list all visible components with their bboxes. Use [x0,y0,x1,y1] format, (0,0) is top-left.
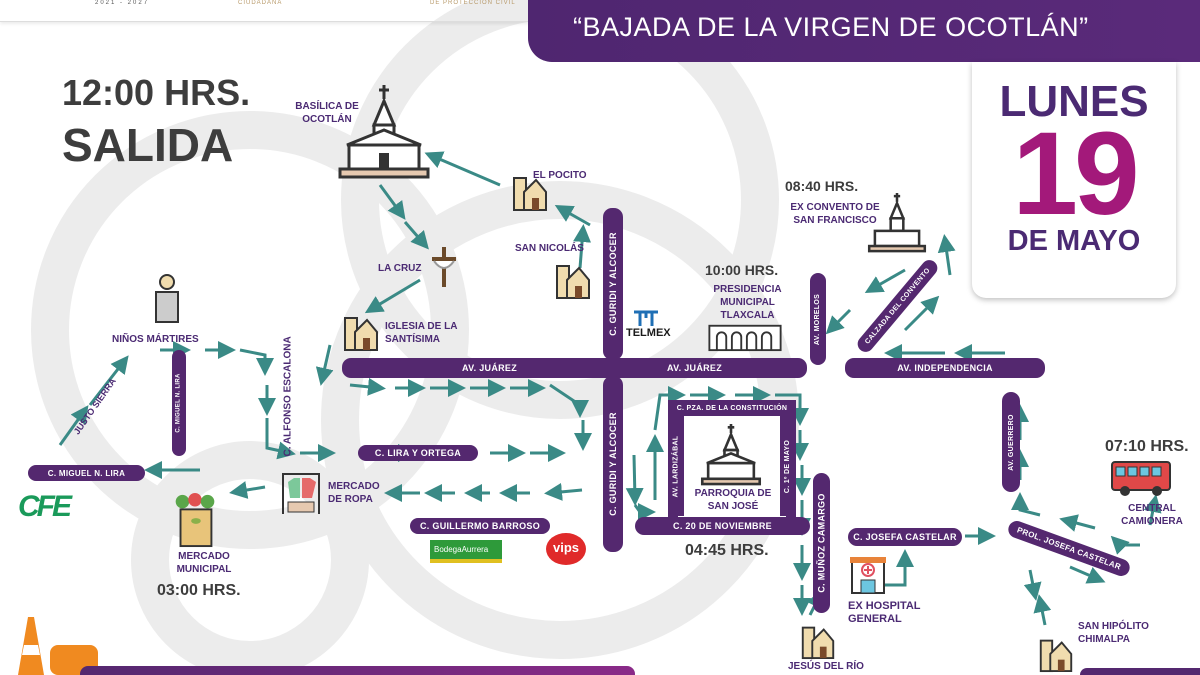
street-label: C. GUILLERMO BARROSO [420,521,540,531]
street-label: C. PZA. DE LA CONSTITUCIÓN [676,404,788,412]
cfe-logo: CFE [18,490,72,523]
street-josefa-castelar: C. JOSEFA CASTELAR [848,528,962,546]
street-alfonso-escalona: C. ALFONSO ESCALONA [282,336,294,457]
date-day: 19 [1012,108,1139,240]
street-miguel-n-lira: C. MIGUEL N. LIRA [28,465,145,481]
presidencia-building-icon [708,324,782,352]
ninos-martires-monument-icon [155,274,179,323]
header-logo-text: CIUDADANA [238,0,283,6]
parroquia-church-icon [700,424,762,486]
street-munoz-camargo: C. MUÑOZ CAMARGO [813,473,830,613]
street-label: C. 20 DE NOVIEMBRE [673,521,772,531]
street-label: AV. JUÁREZ [667,363,723,373]
place-san-nicolas: SAN NICOLÁS [515,243,584,254]
santisima-chapel-icon [344,317,378,351]
place-ninos-martires: NIÑOS MÁRTIRES [112,334,199,345]
san-hipolito-chapel-icon [1039,639,1073,673]
place-basilica: BASÍLICA DE OCOTLÁN [295,101,359,125]
place-ex-convento: EX CONVENTO DE SAN FRANCISCO [790,202,880,226]
san-nicolas-chapel-icon [556,265,590,299]
street-guillermo-barroso: C. GUILLERMO BARROSO [410,518,550,534]
street-lira-y-ortega: C. LIRA Y ORTEGA [358,445,478,461]
street-label: AV. MORELOS [814,293,822,345]
place-ex-hospital: EX HOSPITAL GENERAL [848,600,921,625]
time-parroquia: 04:45 HRS. [685,542,769,559]
footer-bar [80,666,635,675]
start-time: 12:00 HRS. [62,72,251,113]
la-cruz-icon [432,247,456,287]
header-logos: 2021 - 2027 CIUDADANA DE PROTECCIÓN CIVI… [0,0,530,22]
street-label: C. JOSEFA CASTELAR [853,532,957,542]
street-label: AV. INDEPENDENCIA [897,363,993,373]
street-av-independencia: AV. INDEPENDENCIA [845,358,1045,378]
street-guridi-lower: C. GURIDI Y ALCOCER [603,376,623,552]
header-years: 2021 - 2027 [95,0,150,6]
street-label: C. LIRA Y ORTEGA [374,448,462,458]
bus-icon [1111,461,1171,496]
street-av-morelos: AV. MORELOS [810,273,826,365]
date-weekday: LUNES [999,77,1149,126]
time-mercado-municipal: 03:00 HRS. [157,582,241,599]
street-label: C. 1º DE MAYO [784,439,792,493]
date-month: DE MAYO [1007,225,1141,257]
page-title: “BAJADA DE LA VIRGEN DE OCOTLÁN” [573,12,1089,42]
grocery-bag-icon [175,492,215,548]
start-label: SALIDA [62,119,234,171]
street-label: C. GURIDI Y ALCOCER [608,412,619,516]
street-label: C. GURIDI Y ALCOCER [608,232,619,336]
el-pocito-chapel-icon [513,177,547,211]
basilica-church-icon [338,85,430,179]
street-label: C. MIGUEL N. LIRA [47,468,126,478]
telmex-logo-icon [634,310,658,326]
street-pza-constitucion: C. PZA. DE LA CONSTITUCIÓN [668,400,796,416]
time-presidencia: 10:00 HRS. [705,262,779,278]
street-guridi-upper: C. GURIDI Y ALCOCER [603,208,623,360]
clothing-rack-icon [282,473,320,514]
date-card: LUNES 19 DE MAYO [972,62,1176,298]
street-20-de-noviembre: C. 20 DE NOVIEMBRE [635,517,810,535]
street-label: AV. JUÁREZ [462,363,518,373]
telmex-logo-text: TELMEX [626,327,671,339]
street-label: AV. LARDIZÁBAL [672,435,680,497]
place-el-pocito: EL POCITO [533,170,587,181]
place-jesus-del-rio: JESÚS DEL RÍO [788,661,864,672]
time-central-camionera: 07:10 HRS. [1105,438,1189,455]
street-av-lardizabal: AV. LARDIZÁBAL [668,416,684,516]
hospital-icon [850,557,886,594]
place-la-cruz: LA CRUZ [378,263,422,274]
street-label: C. MUÑOZ CAMARGO [816,493,827,593]
time-convento: 08:40 HRS. [785,178,859,194]
convento-church-icon [867,193,927,253]
place-central-camionera: CENTRAL CAMIONERA [1121,503,1183,527]
place-iglesia-santisima: IGLESIA DE LA SANTÍSIMA [385,321,458,345]
place-mercado-ropa: MERCADO DE ROPA [328,481,380,505]
street-label: C. MIGUEL N. LIRA [176,373,183,433]
jesus-del-rio-chapel-icon [801,626,835,660]
place-presidencia: PRESIDENCIA MUNICIPAL TLAXCALA [713,284,782,321]
footer-bar [1080,668,1200,675]
street-miguel-n-lira-vertical: C. MIGUEL N. LIRA [172,350,186,456]
street-av-guerrero: AV. GUERRERO [1002,392,1020,492]
place-san-hipolito: SAN HIPÓLITO CHIMALPA [1078,621,1149,645]
header-logo-text: DE PROTECCIÓN CIVIL [430,0,516,6]
vips-logo: vips [546,533,586,565]
street-1-de-mayo: C. 1º DE MAYO [780,416,796,516]
street-av-juarez: AV. JUÁREZ AV. JUÁREZ [342,358,807,378]
place-parroquia-san-jose: PARROQUIA DE SAN JOSÉ [694,488,772,512]
title-banner: “BAJADA DE LA VIRGEN DE OCOTLÁN” [528,0,1200,62]
place-mercado-municipal: MERCADO MUNICIPAL [176,551,232,575]
bodega-aurrera-logo: BodegaAurrera [430,540,502,563]
street-label: AV. GUERRERO [1007,413,1015,471]
